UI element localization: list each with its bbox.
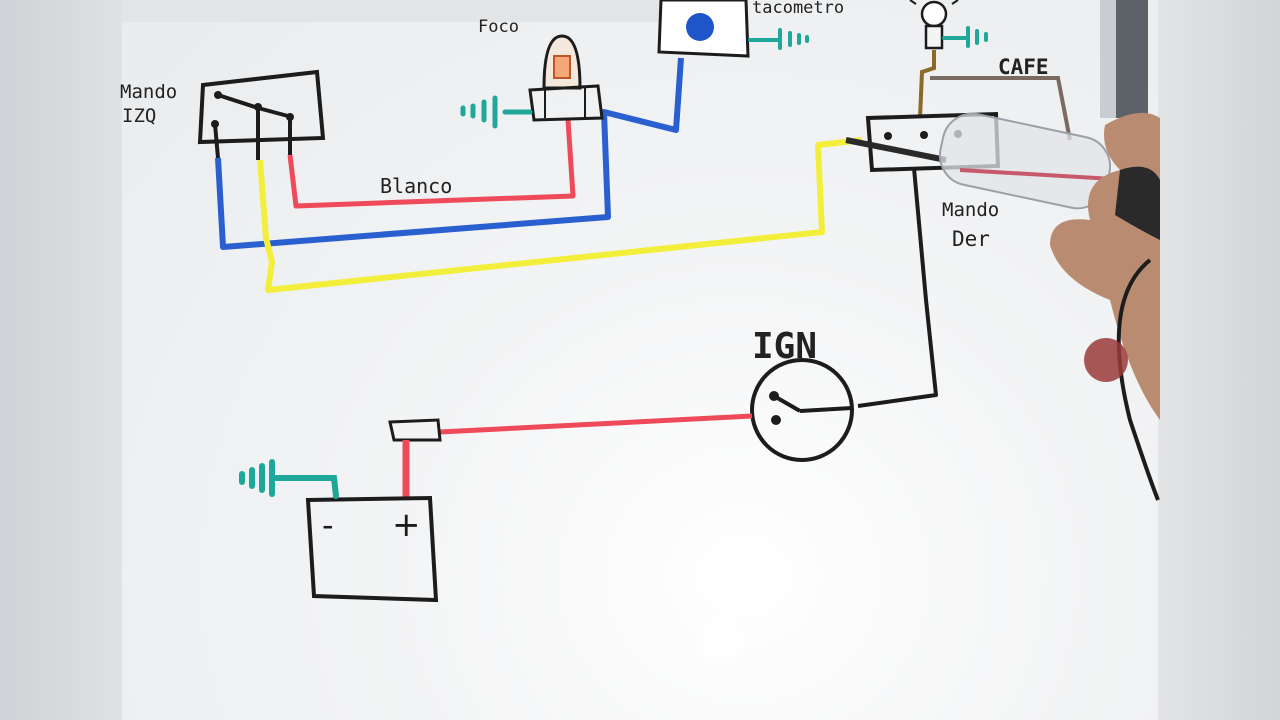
mando-izq-label-1: Mando (120, 81, 177, 103)
tacometro-box (657, 0, 750, 58)
blanco-label: Blanco (380, 174, 452, 198)
ign-switch (750, 358, 854, 462)
wall-left (0, 0, 122, 720)
light-glare (690, 610, 750, 670)
ground-cafe-icon (942, 26, 988, 48)
mando-izq-label-2: IZQ (122, 105, 156, 127)
left-switch (197, 69, 326, 160)
ground-battery-icon (239, 459, 339, 499)
battery-plus-label: + (392, 505, 421, 545)
battery (305, 495, 439, 603)
board-top-shadow (122, 0, 662, 22)
wall-right (1158, 0, 1280, 720)
mando-der-label-2: Der (952, 227, 990, 251)
battery-minus-label: - (322, 506, 334, 544)
cafe-bulb (909, 0, 959, 50)
wire-blue (215, 57, 684, 250)
wire-yellow (257, 137, 863, 293)
wire-red-ignition (439, 413, 753, 435)
wire-brown (918, 50, 936, 119)
mando-der-label-1: Mando (942, 199, 999, 221)
ign-label: IGN (752, 326, 817, 367)
tacometro-label: tacometro (752, 0, 844, 18)
wire-red-foco (287, 119, 576, 209)
foco-bulb (528, 34, 604, 122)
board-frame-edge (1100, 0, 1116, 118)
cafe-label: CAFE (998, 55, 1049, 79)
fuse (388, 418, 442, 442)
hand (1050, 112, 1160, 501)
ground-tacometro-icon (748, 28, 809, 50)
wire-cafe (930, 76, 1072, 141)
ground-foco-icon (460, 95, 533, 129)
wire-black (857, 167, 938, 408)
foco-label: Foco (478, 17, 519, 37)
